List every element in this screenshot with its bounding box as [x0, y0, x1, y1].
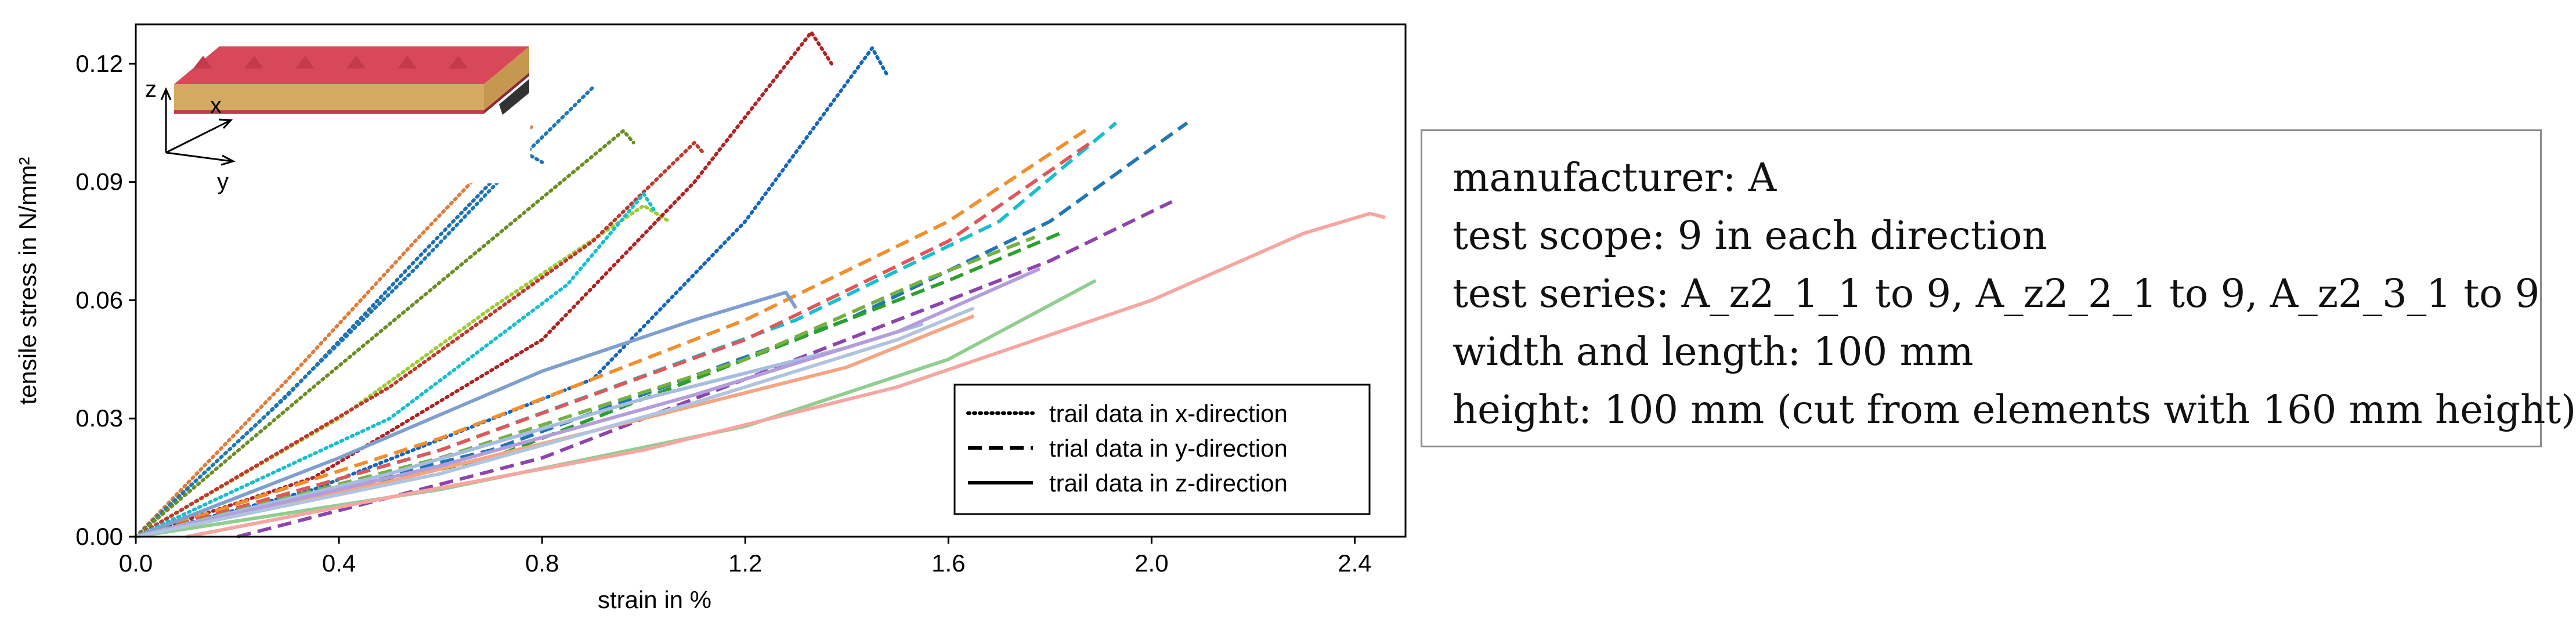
legend-label-dashed: trial data in y-direction: [1049, 435, 1288, 462]
y-axis-label: tensile stress in N/mm²: [14, 157, 41, 404]
axis-ticks: 0.0 0.4 0.8 1.2 1.6 2.0 2.4 0.00 0.03 0.06 0.09 0.1…: [75, 50, 1371, 577]
legend-label-dotted: trail data in x-direction: [1049, 400, 1288, 427]
x-tick-label: 0.0: [119, 549, 153, 577]
x-tick-label: 1.6: [931, 549, 965, 577]
info-width-length: width and length: 100 mm: [1453, 329, 1974, 374]
info-test-scope: test scope: 9 in each direction: [1453, 213, 2047, 258]
inset-photo: z x y: [145, 32, 530, 194]
test-info-box: manufacturer: A test scope: 9 in each di…: [1421, 129, 2576, 447]
x-axis-label: strain in %: [598, 586, 711, 613]
series-line-solid-17: [135, 290, 798, 538]
series-line-dotted-6: [134, 140, 707, 538]
series-line-solid-20: [135, 267, 1041, 538]
inset-axis-label-z: z: [145, 77, 157, 102]
series-line-solid-22: [135, 306, 975, 538]
y-tick-label: 0.12: [75, 50, 123, 77]
series-line-dashed-12: [135, 121, 1188, 538]
plot-frame: [135, 23, 1407, 538]
legend-box: [953, 384, 1371, 515]
y-tick-label: 0.09: [75, 168, 123, 196]
x-tick-label: 1.2: [728, 549, 762, 577]
series-line-dashed-13: [135, 141, 1092, 538]
y-tick-label: 0.06: [75, 286, 123, 313]
inset-axis-label-y: y: [217, 169, 229, 194]
legend: trail data in x-direction trial data in y…: [953, 384, 1371, 515]
axes-triad: [160, 87, 236, 166]
x-tick-label: 0.8: [525, 549, 559, 577]
series-line-dashed-10: [135, 125, 1092, 538]
x-tick-label: 2.4: [1338, 549, 1371, 577]
series-line-solid-23: [186, 212, 1386, 538]
series-line-dotted-4: [134, 129, 635, 538]
inset-axis-label-x: x: [210, 93, 222, 118]
info-test-series: test series: A_z2_1_1 to 9, A_z2_2_1 to …: [1453, 271, 2540, 316]
sandwich-panel-image: [174, 46, 529, 115]
series-line-dashed-16: [135, 236, 1036, 538]
y-tick-label: 0.00: [75, 523, 123, 550]
series-line-dashed-14: [237, 200, 1173, 538]
x-tick-label: 2.0: [1135, 549, 1168, 577]
x-tick-label: 0.4: [322, 549, 356, 577]
series-line-dotted-3: [134, 85, 595, 538]
legend-label-solid: trail data in z-direction: [1049, 469, 1288, 497]
y-tick-label: 0.03: [75, 404, 123, 432]
series-layer: [134, 30, 1386, 538]
series-line-dotted-7: [134, 192, 656, 538]
info-manufacturer: manufacturer: A: [1453, 155, 1777, 200]
info-height: height: 100 mm (cut from elements with 1…: [1453, 387, 2576, 432]
